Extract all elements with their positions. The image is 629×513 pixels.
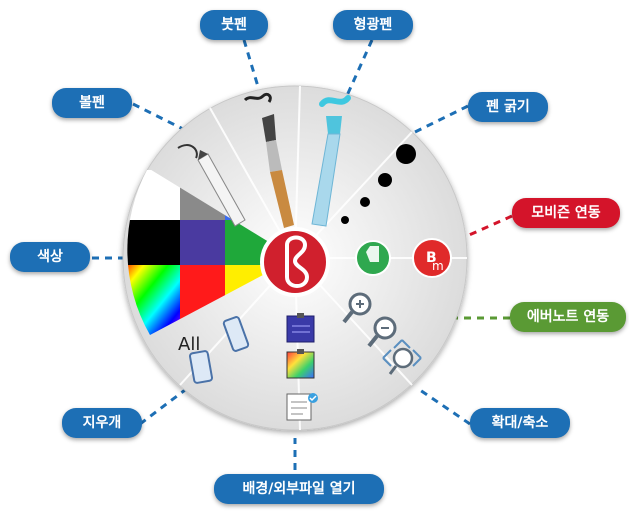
zoom-label[interactable]: 확대/축소 [470,408,570,438]
gradient-image-icon[interactable] [286,349,315,379]
evernote-link-label[interactable]: 에버노트 연동 [510,302,626,332]
connector-zoom [419,388,471,426]
connector-thickness [414,104,469,134]
eraser-label[interactable]: 지우개 [62,408,142,438]
mobizen-icon[interactable]: B m [412,238,452,278]
highlighter-label[interactable]: 형광펜 [333,10,413,40]
connector-ballpoint [132,102,186,132]
pencil-icon[interactable] [177,144,246,227]
color-label[interactable]: 색상 [10,242,90,272]
background-file-label[interactable]: 배경/외부파일 열기 [214,474,384,504]
evernote-icon[interactable] [355,240,391,276]
zoom-in-icon[interactable] [342,292,372,324]
svg-text:B: B [426,250,437,266]
connector-eraser [139,388,186,426]
pen-thickness-label[interactable]: 펜 굵기 [468,92,548,122]
brush-icon[interactable] [243,92,294,228]
notepad-icon[interactable] [286,313,315,343]
zoom-fit-icon[interactable] [382,339,422,375]
thickness-dots-icon[interactable] [341,144,416,224]
eraser-all-label: All [178,334,200,355]
document-icon[interactable] [286,393,318,421]
svg-text:m: m [432,259,444,273]
ballpoint-label[interactable]: 볼펜 [52,88,132,118]
zoom-out-icon[interactable] [367,316,397,348]
highlighter-icon[interactable] [311,95,351,227]
eraser-icon[interactable]: All [178,316,250,384]
mobizen-link-label[interactable]: 모비즌 연동 [512,198,620,228]
connector-highlighter [343,39,374,101]
center-logo-icon[interactable] [260,227,330,297]
brush-pen-label[interactable]: 붓펜 [200,10,268,40]
